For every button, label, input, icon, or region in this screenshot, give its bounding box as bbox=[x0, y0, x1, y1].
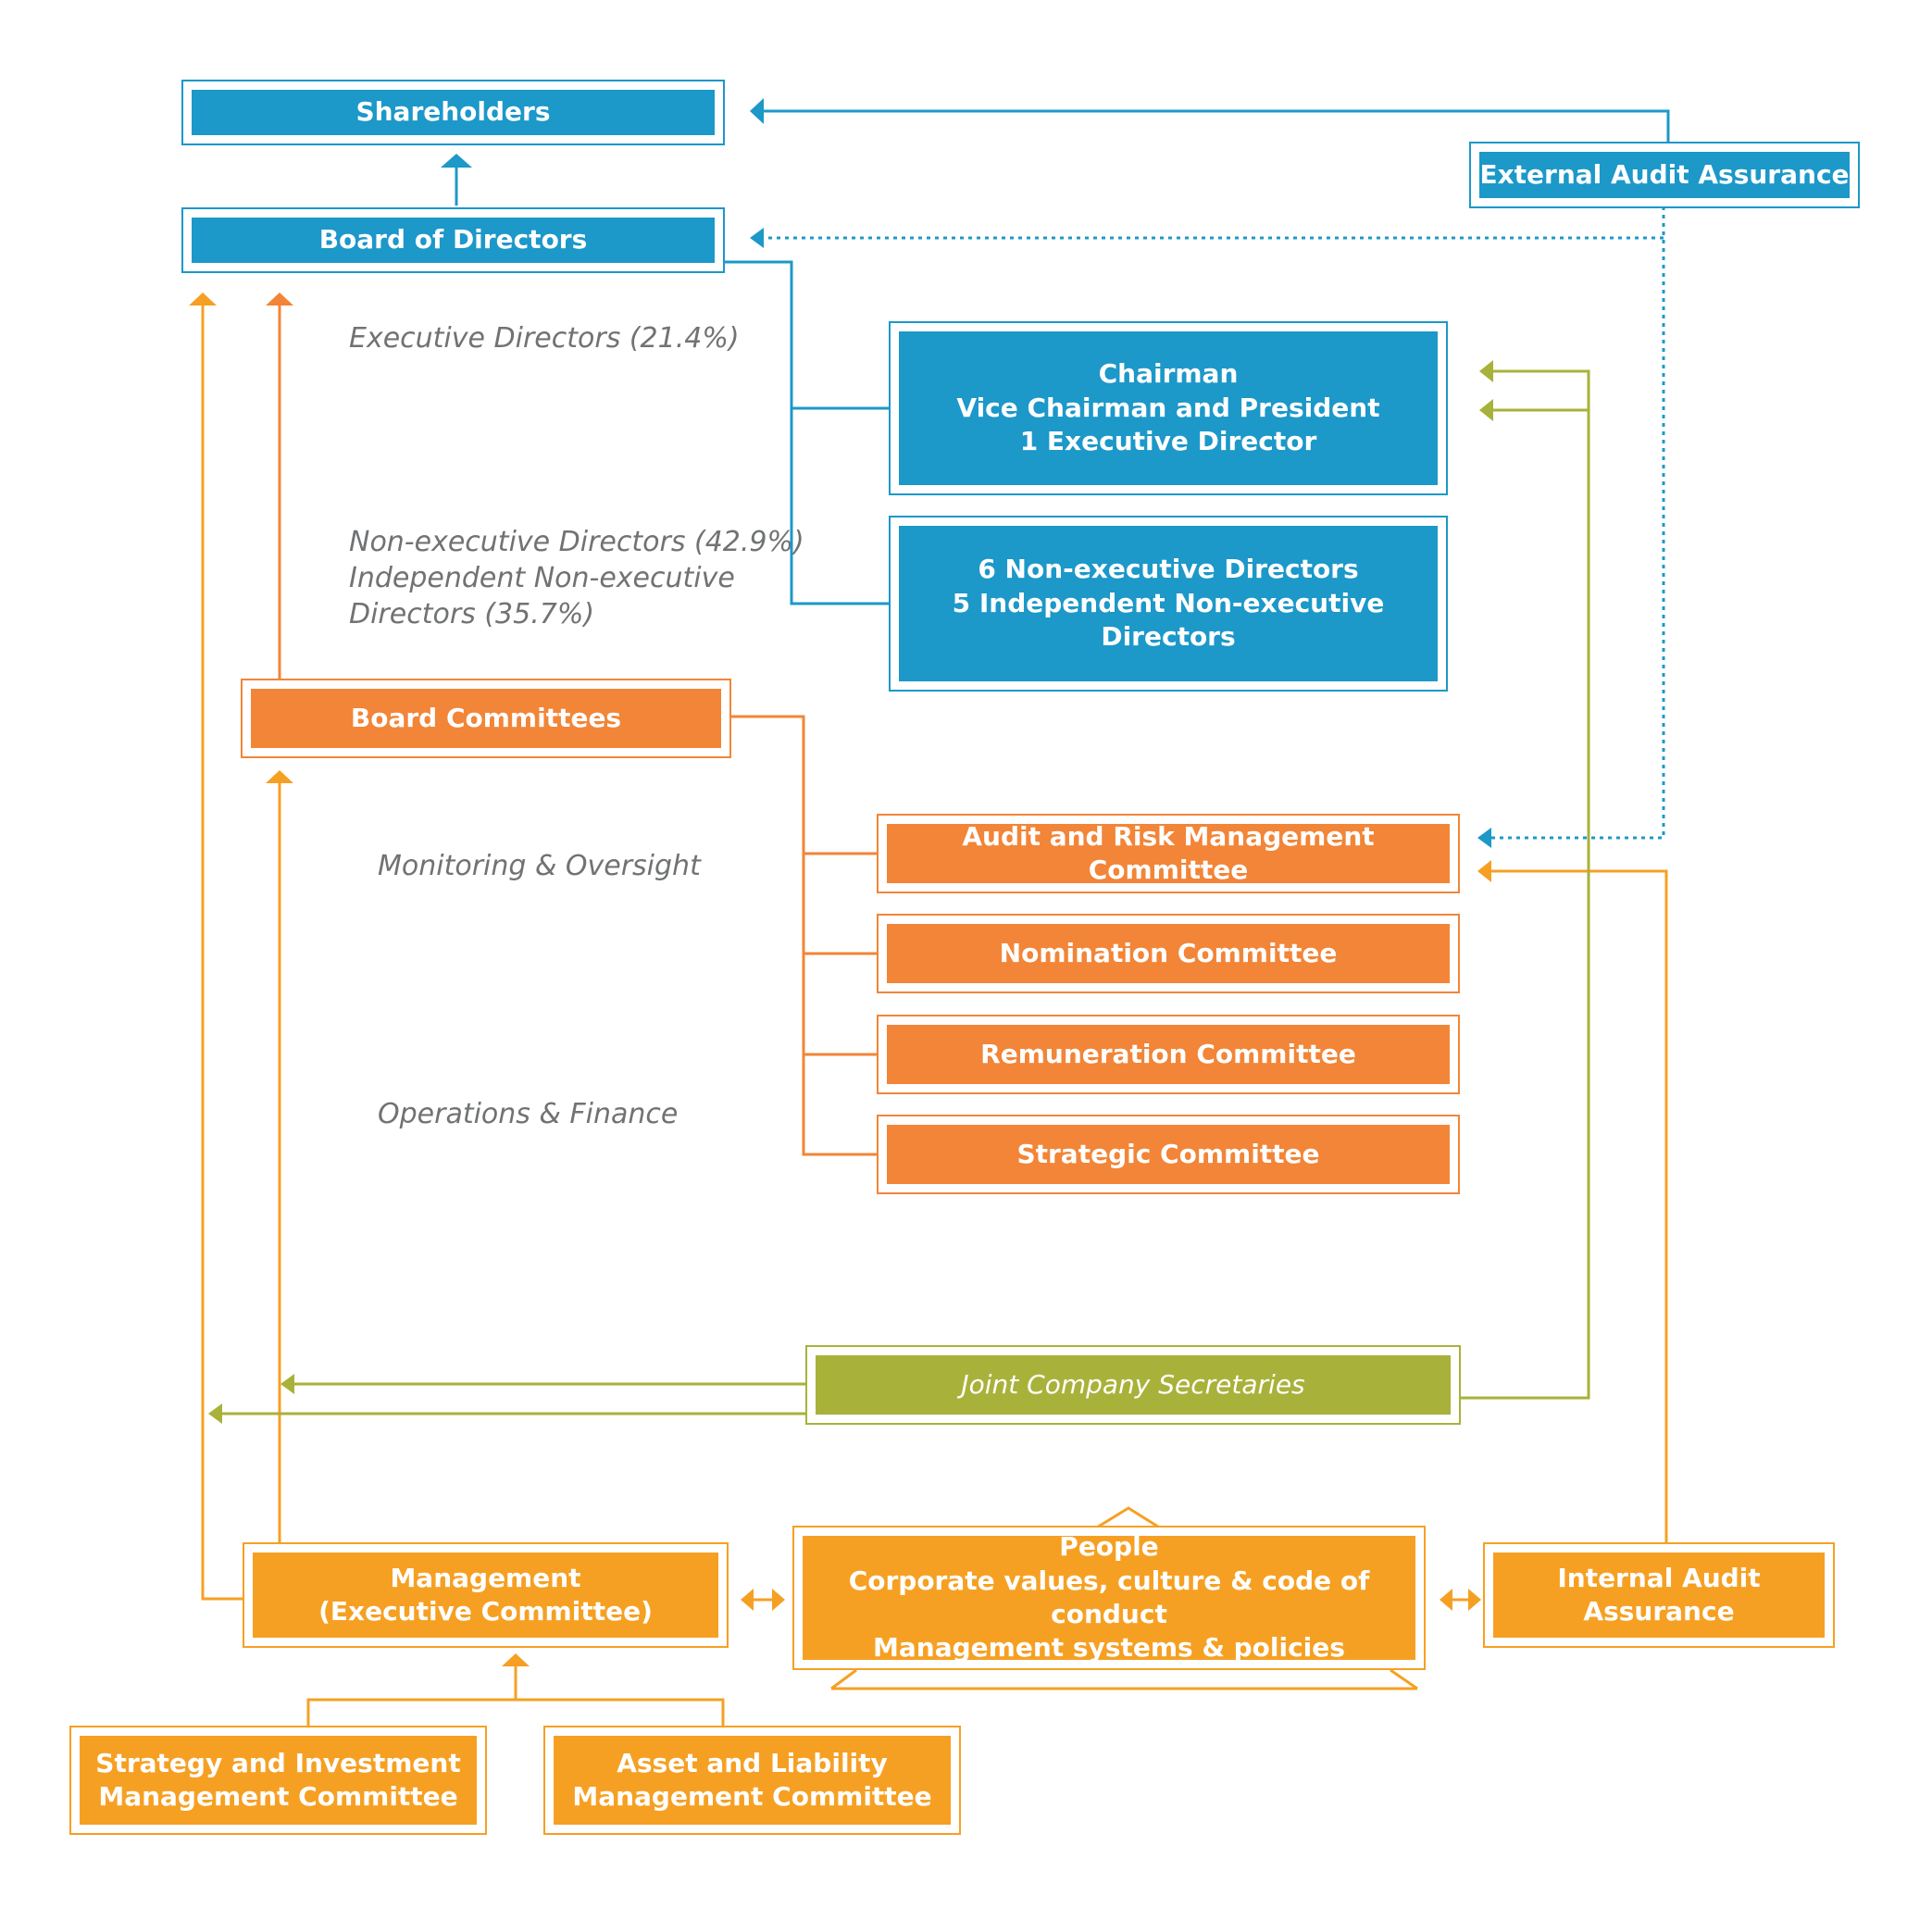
monitoring-oversight-note: Monitoring & Oversight bbox=[378, 850, 701, 882]
non-exec-text-3: Directors bbox=[1101, 621, 1236, 653]
arrowhead-shareholders bbox=[750, 98, 764, 124]
executive-director-text: 1 Executive Director bbox=[1019, 426, 1317, 457]
strategy-investment-committee-box[interactable]: Strategy and Investment Management Commi… bbox=[69, 1726, 487, 1835]
internal-audit-to-audit-committee-line bbox=[1481, 869, 1668, 1544]
non-exec-note-line-1: Non-executive Directors (42.9%) bbox=[349, 526, 804, 558]
management-text: Management bbox=[390, 1562, 581, 1593]
external-audit-label: External Audit Assurance bbox=[1479, 152, 1850, 198]
arrowhead-sec-3 bbox=[1479, 360, 1493, 382]
arrowhead-sec-1 bbox=[280, 1374, 294, 1394]
arrowhead-pm-right bbox=[772, 1589, 785, 1611]
internal-audit-text: Internal Audit bbox=[1557, 1562, 1761, 1593]
non-executive-directors-content: 6 Non-executive Directors 5 Independent … bbox=[899, 526, 1438, 681]
secretaries-to-executives-line bbox=[1461, 369, 1590, 1400]
executive-directors-note: Executive Directors (21.4%) bbox=[349, 322, 740, 355]
arrowhead-board-committees-up bbox=[266, 293, 293, 306]
shareholders-label: Shareholders bbox=[192, 90, 715, 135]
audit-risk-committee-label: Audit and Risk Management Committee bbox=[887, 821, 1450, 885]
strategy-investment-text-1: Strategy and Investment bbox=[95, 1747, 461, 1778]
operations-finance-note: Operations & Finance bbox=[378, 1098, 679, 1130]
asset-liability-committee-box[interactable]: Asset and Liability Management Committee bbox=[543, 1726, 961, 1835]
nomination-committee-box[interactable]: Nomination Committee bbox=[877, 914, 1460, 993]
internal-audit-box[interactable]: Internal Audit Assurance bbox=[1483, 1542, 1835, 1648]
external-audit-to-shareholders-line bbox=[761, 109, 1670, 142]
chairman-text: Chairman bbox=[1098, 358, 1239, 390]
joint-company-secretaries-box[interactable]: Joint Company Secretaries bbox=[805, 1345, 1461, 1425]
executive-directors-box[interactable]: Chairman Vice Chairman and President 1 E… bbox=[889, 321, 1448, 495]
arrowhead-subcommittees bbox=[502, 1653, 530, 1666]
strategic-committee-label: Strategic Committee bbox=[887, 1125, 1450, 1184]
people-title-text: People bbox=[1059, 1531, 1159, 1563]
management-systems-text: Management systems & policies bbox=[873, 1632, 1345, 1664]
people-content: People Corporate values, culture & code … bbox=[803, 1531, 1415, 1663]
board-of-directors-box[interactable]: Board of Directors bbox=[181, 207, 725, 273]
people-box[interactable]: People Corporate values, culture & code … bbox=[792, 1526, 1426, 1670]
non-exec-text-1: 6 Non-executive Directors bbox=[978, 554, 1359, 585]
subcommittees-to-management-line bbox=[306, 1665, 725, 1727]
assurance-text: Assurance bbox=[1583, 1596, 1735, 1627]
executive-directors-content: Chairman Vice Chairman and President 1 E… bbox=[899, 331, 1438, 485]
strategy-investment-content: Strategy and Investment Management Commi… bbox=[80, 1736, 477, 1825]
board-committees-box[interactable]: Board Committees bbox=[241, 679, 731, 758]
arrowhead-pi-right bbox=[1468, 1589, 1481, 1611]
people-top-chevron bbox=[1087, 1506, 1169, 1535]
executive-committee-text: (Executive Committee) bbox=[318, 1596, 653, 1627]
arrowhead-audit-committee-dotted bbox=[1477, 828, 1491, 848]
strategic-committee-box[interactable]: Strategic Committee bbox=[877, 1115, 1460, 1194]
board-committees-label: Board Committees bbox=[251, 689, 721, 748]
arrowhead-pi-left bbox=[1440, 1589, 1452, 1611]
non-exec-text-2: 5 Independent Non-executive bbox=[952, 587, 1385, 618]
board-of-directors-label: Board of Directors bbox=[192, 218, 715, 263]
remuneration-committee-box[interactable]: Remuneration Committee bbox=[877, 1015, 1460, 1094]
non-executive-note: Non-executive Directors (42.9%) Independ… bbox=[349, 524, 804, 632]
asset-liability-text-2: Management Committee bbox=[572, 1781, 932, 1812]
internal-audit-content: Internal Audit Assurance bbox=[1493, 1553, 1825, 1638]
non-executive-directors-box[interactable]: 6 Non-executive Directors 5 Independent … bbox=[889, 516, 1448, 692]
arrowhead-sec-4 bbox=[1479, 399, 1493, 421]
strategy-investment-text-2: Management Committee bbox=[98, 1781, 458, 1812]
people-bottom-trapezoid bbox=[830, 1668, 1418, 1690]
remuneration-committee-label: Remuneration Committee bbox=[887, 1025, 1450, 1084]
external-audit-to-board-dotted-line bbox=[761, 206, 1665, 840]
arrowhead-pm-left bbox=[741, 1589, 754, 1611]
arrowhead-management-to-committees bbox=[266, 770, 293, 783]
asset-liability-text-1: Asset and Liability bbox=[617, 1747, 888, 1778]
joint-company-secretaries-label: Joint Company Secretaries bbox=[816, 1355, 1451, 1415]
arrowhead-board-dotted bbox=[750, 228, 764, 248]
arrowhead-board-up bbox=[441, 154, 472, 168]
management-box[interactable]: Management (Executive Committee) bbox=[243, 1542, 729, 1648]
audit-risk-committee-box[interactable]: Audit and Risk Management Committee bbox=[877, 814, 1460, 893]
asset-liability-content: Asset and Liability Management Committee bbox=[554, 1736, 951, 1825]
non-exec-note-line-2: Independent Non-executive bbox=[349, 562, 735, 594]
shareholders-box[interactable]: Shareholders bbox=[181, 80, 725, 145]
secretaries-to-management-lines bbox=[219, 1382, 809, 1415]
external-audit-box[interactable]: External Audit Assurance bbox=[1469, 142, 1860, 208]
management-content: Management (Executive Committee) bbox=[253, 1553, 718, 1638]
arrowhead-sec-2 bbox=[208, 1403, 222, 1424]
arrowhead-internal-audit bbox=[1477, 860, 1491, 882]
non-exec-note-line-3: Directors (35.7%) bbox=[349, 598, 595, 630]
board-to-director-groups-line bbox=[723, 260, 889, 605]
nomination-committee-label: Nomination Committee bbox=[887, 924, 1450, 983]
board-committees-to-committees-line bbox=[731, 715, 889, 1156]
vice-chairman-text: Vice Chairman and President bbox=[956, 392, 1380, 423]
arrowhead-management-to-board bbox=[189, 293, 217, 306]
corporate-values-text: Corporate values, culture & code of cond… bbox=[848, 1565, 1370, 1629]
management-to-board-line bbox=[201, 304, 243, 1601]
